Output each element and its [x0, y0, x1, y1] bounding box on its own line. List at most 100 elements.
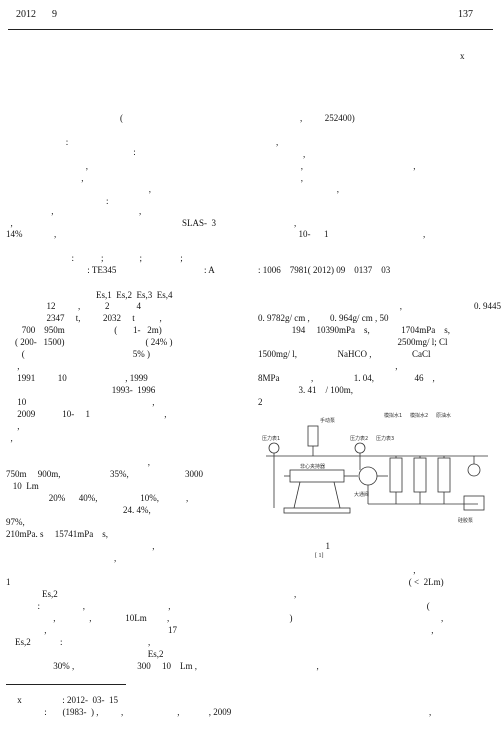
body-line: 97%,	[6, 517, 25, 527]
figure-label: 大通阀	[354, 491, 369, 498]
header-year: 2012	[16, 9, 36, 20]
body-line: 194 10390mPa s, 1704mPa s,	[258, 325, 451, 335]
abstract-line: ,	[70, 173, 84, 183]
apparatus-figure: 手动泵 压力表1 非心夹持器 压力表2 模拟水1 模拟水2 原油水 大通阀 压力…	[262, 412, 488, 524]
header-rule	[8, 29, 493, 30]
pressure-gauge-2-icon	[354, 442, 366, 454]
body-line: ,	[258, 625, 434, 635]
body-line: ,	[258, 707, 432, 717]
body-line: ( 5% )	[6, 349, 150, 359]
reference-marker: [ 1]	[258, 553, 324, 559]
body-line: 1991 10 , 1999	[6, 373, 148, 383]
container-1-icon	[389, 457, 403, 493]
abstract-line: ,	[70, 161, 88, 171]
body-line: 2009 10- 1 ,	[6, 409, 167, 419]
header-page: 137	[458, 9, 473, 20]
stand	[333, 481, 341, 509]
six-way-valve-icon	[358, 466, 378, 486]
figure-caption: 1	[258, 541, 331, 551]
abstract-line: :	[50, 147, 136, 157]
classification-line: : TE345	[40, 265, 117, 275]
body-line: ,	[258, 661, 319, 671]
body-line: 1993- 1996	[6, 385, 156, 395]
affiliation-postcode: , 252400)	[300, 113, 355, 123]
stand	[293, 481, 301, 509]
affiliation-open: (	[120, 113, 123, 123]
figure-label: 模拟水2	[410, 412, 428, 419]
figure-label: 手动泵	[320, 417, 335, 424]
body-line: 700 950m ( 1- 2m)	[6, 325, 162, 335]
figure-label: 非心夹持器	[300, 463, 325, 470]
body-line: ) ,	[258, 613, 444, 623]
body-line: ,	[258, 565, 416, 575]
body-line: ,	[6, 541, 155, 551]
document-code: : A	[204, 265, 215, 275]
manual-pump-icon	[307, 425, 319, 447]
body-line: ,	[6, 421, 20, 431]
body-line: (	[258, 601, 430, 611]
abstract-line: ,	[258, 149, 306, 159]
article-id: : 1006 7981( 2012) 09 0137 03	[258, 265, 391, 275]
body-line: 10 Lm	[6, 481, 39, 491]
container-2-icon	[413, 457, 427, 493]
abstract-line: ,	[6, 218, 13, 228]
body-line: : , ,	[6, 601, 171, 611]
abstract-line: :	[70, 196, 109, 206]
pressure-gauge-1-icon	[268, 442, 280, 454]
body-line: 12 , 2 4	[6, 301, 142, 311]
footnote-rule	[6, 684, 126, 685]
abstract-line: ,	[258, 184, 339, 194]
abstract-line: ,	[70, 184, 151, 194]
figure-label: 硅胶泵	[458, 517, 473, 524]
body-line: 8MPa , 1. 04, 46 ,	[258, 373, 435, 383]
body-line: 3. 41 / 100m,	[258, 385, 354, 395]
body-line: ,	[6, 553, 117, 563]
body-line: ( < 2Lm)	[258, 577, 444, 587]
body-line: 2347 t, 2032 t ,	[6, 313, 162, 323]
body-line: , 0. 9445	[258, 301, 501, 311]
abstract-line: ,	[258, 218, 297, 228]
abstract-line: ,	[258, 173, 303, 183]
body-line: 210mPa. s 15741mPa s,	[6, 529, 109, 539]
body-line: ,	[6, 361, 20, 371]
abstract-line: , ,	[40, 206, 142, 216]
container-3-icon	[437, 457, 451, 493]
body-line: 0. 9782g/ cm , 0. 964g/ cm , 50	[258, 313, 389, 323]
core-holder-icon	[289, 469, 345, 483]
figure-label: 模拟水1	[384, 412, 402, 419]
figure-label: 压力表3	[376, 435, 394, 442]
abstract-line: ,	[258, 137, 279, 147]
figure-label: 压力表1	[262, 435, 280, 442]
abstract-line: :	[50, 137, 69, 147]
body-line: ,	[258, 589, 297, 599]
body-line: 1500mg/ l, NaHCO , CaCl	[258, 349, 431, 359]
body-line: ( 200- 1500) ( 24% )	[6, 337, 173, 347]
figure-label: 原油水	[436, 412, 451, 419]
abstract-line: , ,	[258, 161, 416, 171]
holder-base	[283, 507, 351, 514]
body-line: Es,2	[6, 589, 58, 599]
figure-label: 压力表2	[350, 435, 368, 442]
body-line: ,	[6, 433, 13, 443]
footnote-author: : (1983- ) , , , , 2009	[6, 707, 232, 717]
body-line: 20% 40%, 10%, ,	[6, 493, 189, 503]
keywords-line: : ; ; ;	[40, 253, 183, 263]
body-line: Es,1 Es,2 Es,3 Es,4	[6, 290, 173, 300]
end-vessel-icon	[467, 463, 481, 477]
section-heading-1: 1	[6, 577, 11, 587]
body-line: 10 ,	[6, 397, 155, 407]
header-month: 9	[52, 9, 57, 20]
body-line: Es,2 : ,	[6, 637, 151, 647]
body-line: ,	[258, 361, 398, 371]
section-heading-2: 2	[258, 397, 263, 407]
body-line: 24. 4%,	[6, 505, 151, 515]
body-line: 2500mg/ l; Cl	[258, 337, 448, 347]
abstract-line: 14% ,	[6, 229, 57, 239]
body-line: , , 10Lm ,	[6, 613, 170, 623]
body-line: Es,2	[6, 649, 164, 659]
footnote-received: x : 2012- 03- 15	[6, 695, 118, 705]
body-line: ,	[6, 457, 150, 467]
abstract-line: 10- 1 ,	[258, 229, 426, 239]
abstract-slas: SLAS- 3	[182, 218, 217, 228]
silica-pump-icon	[463, 495, 485, 511]
